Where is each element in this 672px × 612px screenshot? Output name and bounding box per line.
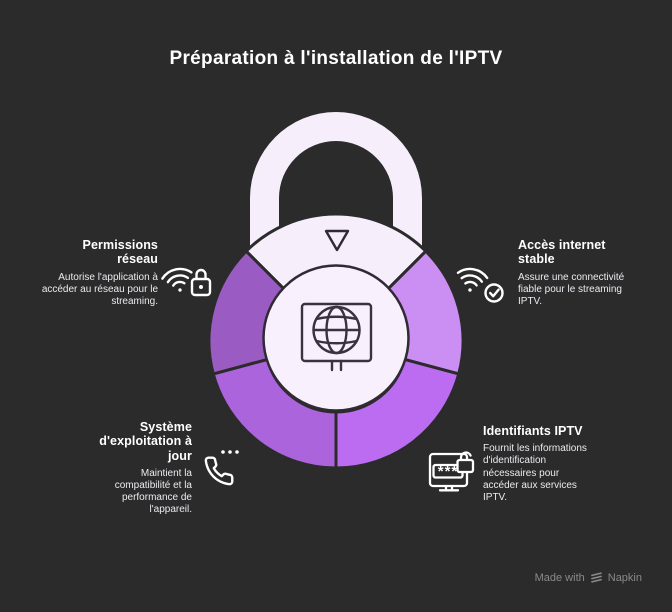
item-permissions-reseau: Permissions réseau Autorise l'applicatio…	[28, 238, 158, 308]
item-heading: Accès internet stable	[518, 238, 606, 267]
footer-credit: Made with Napkin	[535, 571, 642, 584]
brand-label: Napkin	[607, 571, 642, 584]
wifi-lock-icon	[161, 252, 214, 304]
napkin-logo-icon	[590, 572, 602, 583]
item-identifiants-iptv: Identifiants IPTV Fournit les informatio…	[483, 424, 633, 504]
item-heading: Permissions réseau	[82, 238, 158, 267]
phone-call-icon	[198, 432, 246, 486]
monitor-globe-icon	[300, 302, 373, 372]
item-acces-internet-stable: Accès internet stable Assure une connect…	[518, 238, 650, 308]
page-title: Préparation à l'installation de l'IPTV	[169, 48, 503, 69]
triangle-pointer-icon	[324, 229, 350, 252]
password-mask-text: ***	[438, 463, 459, 480]
made-with-label: Made with	[534, 571, 585, 584]
wifi-check-icon	[456, 252, 510, 304]
item-systeme-exploitation: Système d'exploitation à jour Maintient …	[56, 420, 192, 517]
lock-center-circle	[262, 264, 410, 412]
item-description: Maintient la compatibilité et la perform…	[114, 467, 192, 516]
item-description: Autorise l'application à accéder au rése…	[41, 271, 158, 307]
item-description: Assure une connectivité fiable pour le s…	[518, 271, 625, 307]
item-description: Fournit les informations d'identificatio…	[483, 443, 587, 503]
item-heading: Identifiants IPTV	[483, 424, 583, 438]
lock-shackle-shape	[250, 112, 422, 254]
item-heading: Système d'exploitation à jour	[99, 420, 192, 463]
monitor-password-icon: ***	[426, 441, 478, 493]
